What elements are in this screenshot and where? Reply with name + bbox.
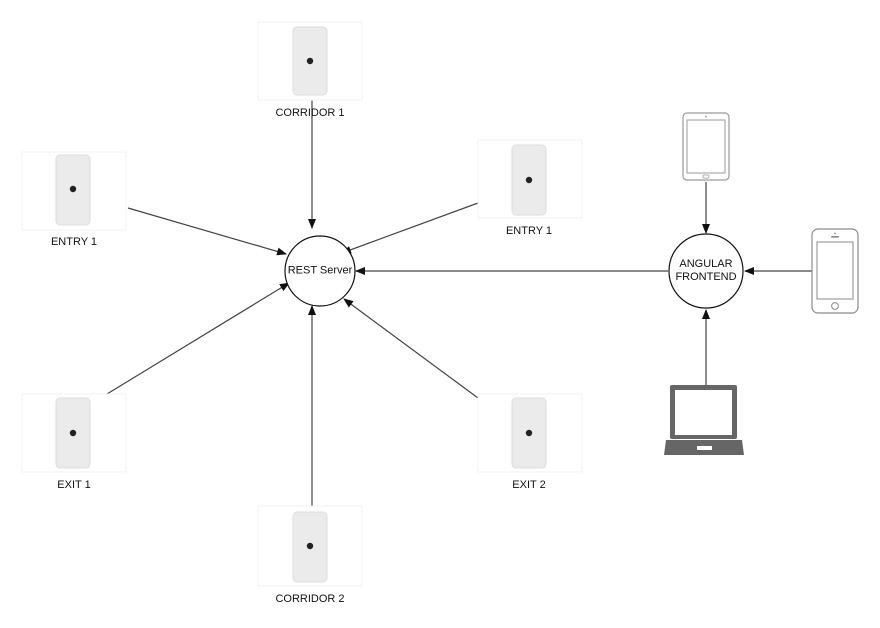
sensor-entry1-right-label: ENTRY 1	[505, 225, 553, 237]
sensor-corridor2-label: CORRIDOR 2	[275, 593, 345, 605]
sensor-exit2-label: EXIT 2	[512, 479, 546, 491]
rest-server-label: REST Server	[287, 264, 353, 277]
sensor-corridor1-label: CORRIDOR 1	[275, 107, 345, 119]
sensor-exit2-icon	[477, 393, 583, 473]
sensor-entry1-right-icon	[477, 139, 583, 219]
sensor-corridor2-icon	[257, 505, 363, 587]
edge-exit2-server	[343, 298, 479, 399]
laptop-icon	[664, 385, 744, 455]
angular-frontend-label: ANGULAR FRONTEND	[675, 258, 736, 284]
edge-entry1right-server	[341, 202, 479, 254]
sensor-exit1-label: EXIT 1	[57, 479, 91, 491]
phone-icon	[811, 228, 859, 314]
angular-frontend-node	[668, 233, 744, 309]
sensor-exit1-icon	[21, 393, 127, 473]
sensor-entry1-left-label: ENTRY 1	[50, 236, 98, 248]
edge-entry1left-server	[127, 207, 287, 256]
angular-frontend-label-line1: ANGULAR	[679, 258, 733, 270]
sensor-entry1-left-icon	[21, 151, 127, 231]
sensor-corridor1-icon	[257, 21, 363, 101]
tablet-icon	[682, 112, 730, 181]
angular-frontend-label-line2: FRONTEND	[675, 271, 737, 283]
rest-server-node	[284, 235, 356, 307]
edge-exit1-server	[106, 282, 290, 395]
